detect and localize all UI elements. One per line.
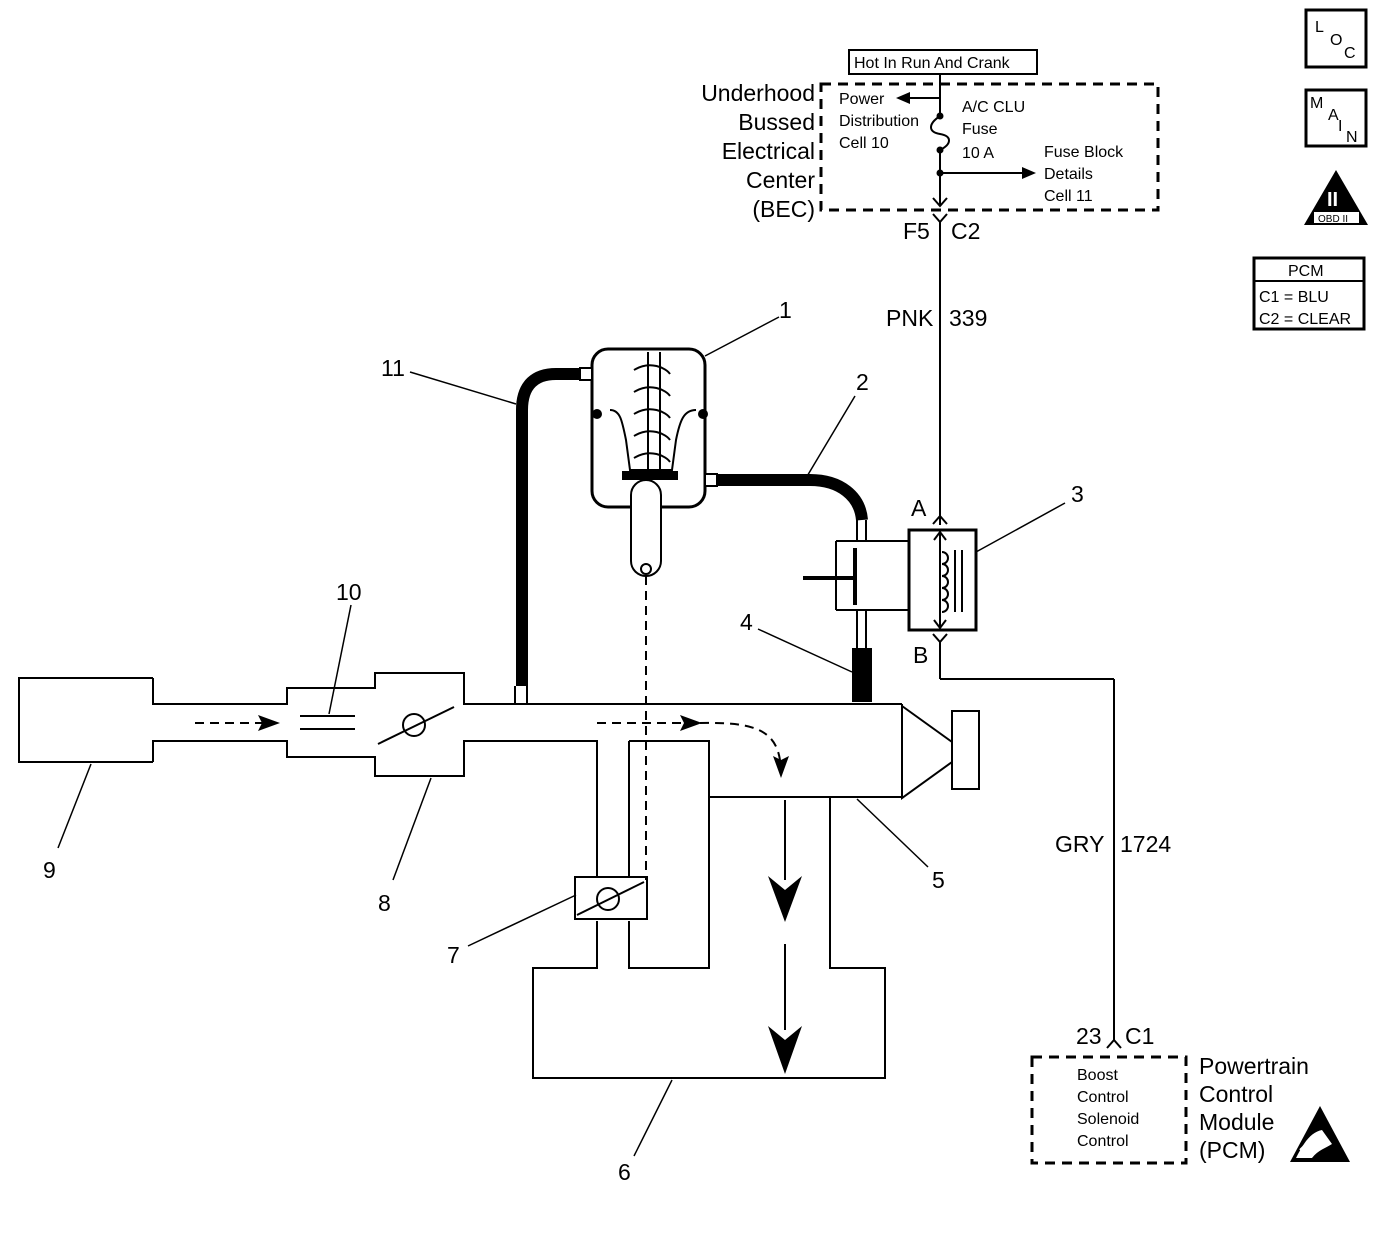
svg-text:C1: C1 [1125,1023,1154,1049]
svg-text:10 A: 10 A [962,145,994,162]
svg-text:C: C [1344,45,1356,62]
svg-text:1724: 1724 [1120,831,1171,857]
filter-element [300,715,355,730]
svg-text:Solenoid: Solenoid [1077,1111,1139,1128]
gry-1724-wire[interactable] [939,642,1115,1040]
svg-text:Power: Power [839,91,885,108]
turbo-compressor [830,704,980,800]
callout-9: 9 [43,763,92,883]
svg-text:(BEC): (BEC) [752,196,815,222]
callout-7: 7 [447,894,577,968]
svg-text:Boost: Boost [1077,1067,1118,1084]
svg-text:Bussed: Bussed [738,109,815,135]
throttle-valve-8[interactable] [377,706,455,745]
svg-text:Distribution: Distribution [839,113,919,130]
svg-text:8: 8 [378,890,391,916]
svg-text:Control: Control [1077,1133,1129,1150]
wastegate-valve-7[interactable] [574,876,648,920]
callout-4: 4 [740,609,853,673]
callout-10: 10 [328,579,362,715]
bec-dashed-box [819,82,1160,212]
svg-text:M: M [1310,95,1323,112]
svg-text:II: II [1327,189,1338,211]
svg-text:N: N [1346,129,1358,146]
svg-text:4: 4 [740,609,753,635]
svg-text:OBD II: OBD II [1318,214,1348,225]
svg-text:C1 = BLU: C1 = BLU [1259,289,1329,306]
svg-text:Control: Control [1199,1081,1273,1107]
svg-text:Module: Module [1199,1109,1274,1135]
pcm-block: 23 C1 Boost Control Solenoid Control Pow… [1030,1023,1309,1165]
svg-text:GRY: GRY [1055,831,1104,857]
callout-8: 8 [378,777,432,916]
svg-text:PNK: PNK [886,305,934,331]
svg-text:PCM: PCM [1288,263,1324,280]
svg-text:Details: Details [1044,166,1093,183]
svg-text:Fuse: Fuse [962,121,998,138]
svg-text:Underhood: Underhood [701,80,815,106]
svg-text:9: 9 [43,857,56,883]
svg-text:L: L [1315,19,1324,36]
bec-block: Underhood Bussed Electrical Center (BEC)… [701,49,1160,244]
svg-text:O: O [1330,32,1342,49]
callout-2: 2 [805,369,869,479]
svg-text:7: 7 [447,942,460,968]
svg-text:Cell 11: Cell 11 [1044,188,1093,205]
svg-text:Powertrain: Powertrain [1199,1053,1309,1079]
intake-duct [18,672,902,1079]
callout-5: 5 [856,798,945,893]
svg-text:10: 10 [336,579,362,605]
loc-icon[interactable]: L O C [1304,8,1368,69]
svg-text:2: 2 [856,369,869,395]
svg-text:A: A [1328,107,1339,124]
svg-text:1: 1 [779,297,792,323]
callout-6: 6 [618,1079,673,1185]
svg-text:23: 23 [1076,1023,1102,1049]
svg-text:I: I [1338,118,1342,135]
svg-text:B: B [913,642,928,668]
callout-11: 11 [381,355,517,405]
svg-text:C2 = CLEAR: C2 = CLEAR [1259,311,1351,328]
ac-clu-fuse[interactable] [930,98,950,154]
svg-text:11: 11 [381,355,405,381]
svg-text:Hot In Run And Crank: Hot In Run And Crank [854,55,1011,72]
airflow-arrows [195,715,802,1074]
esd-warning-icon [1290,1106,1350,1162]
callout-3: 3 [975,481,1084,553]
callout-1: 1 [704,297,792,357]
svg-text:F5: F5 [903,218,930,244]
svg-text:339: 339 [949,305,987,331]
pcm-connector-legend: PCM C1 = BLU C2 = CLEAR [1252,256,1366,331]
svg-text:3: 3 [1071,481,1084,507]
svg-text:A: A [911,495,927,521]
vacuum-hose-2[interactable] [717,474,868,521]
svg-text:A/C CLU: A/C CLU [962,99,1025,116]
obd-ii-icon[interactable]: OBD II II [1304,170,1368,225]
hot-in-run-label [848,49,1038,75]
boost-control-solenoid[interactable]: A B [803,495,978,668]
pcm-dashed-box [1030,1055,1188,1165]
svg-text:Control: Control [1077,1089,1129,1106]
svg-text:Electrical: Electrical [722,138,815,164]
vacuum-hose-4[interactable] [852,648,872,702]
svg-text:5: 5 [932,867,945,893]
svg-text:Fuse Block: Fuse Block [1044,144,1124,161]
vacuum-hose-11[interactable] [514,368,580,704]
wastegate-actuator[interactable] [579,347,718,577]
svg-text:Cell 10: Cell 10 [839,135,889,152]
svg-text:(PCM): (PCM) [1199,1137,1265,1163]
main-icon[interactable]: M A I N [1304,88,1368,148]
svg-text:Center: Center [746,167,815,193]
svg-text:6: 6 [618,1159,631,1185]
svg-text:C2: C2 [951,218,980,244]
